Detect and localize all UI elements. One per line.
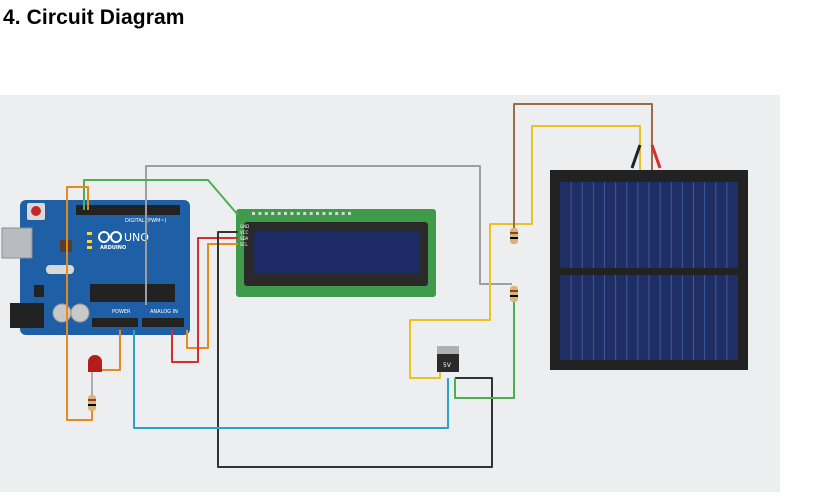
power-header [92,318,138,327]
lcd-header-pins [252,212,351,215]
lcd-header-pin [271,212,275,215]
lcd-module[interactable]: GND VCC SDA SCL [236,209,436,297]
regulator-body [437,354,459,372]
resistor-band [510,295,518,297]
lcd-pin-gnd: GND [240,224,249,229]
lcd-header-pin [335,212,339,215]
analog-header [142,318,184,327]
lcd-pin-sda: SDA [240,236,249,241]
lcd-header-pin [284,212,287,215]
wire-red[interactable] [171,237,238,363]
led-body [88,355,102,372]
lcd-header-pin [252,212,255,215]
wire-black-lcd[interactable] [217,231,238,330]
dc-jack [10,303,44,328]
wire-cyan[interactable] [133,330,449,429]
wire-green-top[interactable] [83,179,239,216]
lcd-screen [254,232,420,274]
resistor-divider-bottom[interactable] [510,286,518,302]
analog-label: ANALOG IN [150,309,178,315]
lcd-header-pin [328,212,332,215]
resistor-band [510,290,518,292]
regulator-onboard [34,285,44,297]
resistor-body [88,395,96,411]
lcd-header-pin [296,212,300,215]
regulator-tab [437,346,459,354]
resistor-body [510,228,518,244]
lcd-header-pin [309,212,313,215]
power-label: POWER [112,309,131,315]
lcd-header-pin [264,212,268,215]
lcd-pin-scl: SCL [240,242,248,247]
page-title: 4. Circuit Diagram [3,6,185,29]
wire-orange-lcd[interactable] [186,243,238,349]
arduino-logo-right [110,231,122,243]
lcd-header-pin [316,212,319,215]
uno-label: UNO [124,231,149,244]
wire-orange-left[interactable] [66,186,93,421]
solar-panel[interactable] [550,170,748,370]
resistor-band [510,237,518,239]
led-tx [87,240,92,243]
capacitor-1 [52,303,72,323]
wire-green-bottom[interactable] [454,300,515,399]
wire-brown[interactable] [513,103,653,230]
lcd-pin-vcc: VCC [240,230,249,235]
wire-yellow[interactable] [409,125,641,379]
solar-lead-black [630,144,642,169]
reset-button-cap [31,206,41,216]
resistor-band [88,399,96,401]
usb-port [1,227,33,259]
led-rx [87,246,92,249]
voltage-regulator[interactable]: 5V [437,346,459,372]
lcd-header-pin [290,212,294,215]
lcd-header-pin [303,212,307,215]
lcd-header-pin [341,212,345,215]
lcd-header-pin [258,212,262,215]
crystal [46,265,74,274]
resistor-band [510,232,518,234]
wire-black-ground[interactable] [217,330,493,468]
wire-orange-led[interactable] [95,330,121,371]
regulator-label: 5V [443,362,452,369]
resistor-led[interactable] [88,395,96,411]
led-l [87,232,92,235]
solar-lead-red [650,144,662,169]
arduino-logo-left [98,231,110,243]
red-led[interactable] [88,355,102,395]
lcd-header-pin [322,212,326,215]
resistor-band [88,404,96,406]
atmega-chip [90,284,175,302]
resistor-body [510,286,518,302]
lcd-header-pin [277,212,281,215]
capacitor-2 [70,303,90,323]
lcd-header-pin [348,212,351,215]
solar-grid-lines [570,182,728,360]
digital-header [76,205,180,215]
arduino-brand: ARDUINO [100,245,126,251]
arduino-uno-board[interactable]: DIGITAL (PWM~) UNO ARDUINO POWER ANALOG … [1,200,190,335]
resistor-divider-top[interactable] [510,228,518,244]
